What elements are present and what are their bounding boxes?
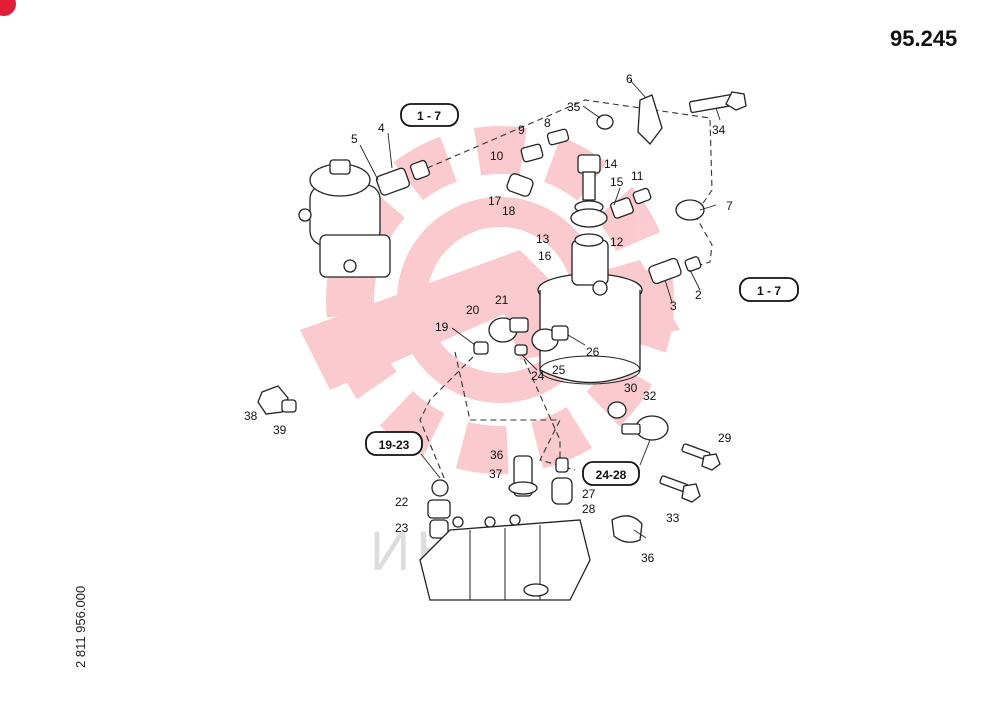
ref-box-19-23: 19-23 (365, 431, 423, 456)
fuel-pipe-injector (519, 349, 561, 470)
callout-36-upper: 36 (490, 448, 504, 462)
callout-39: 39 (273, 423, 287, 437)
callout-29: 29 (718, 431, 732, 445)
clamp-30-32 (607, 401, 669, 441)
callout-23: 23 (395, 521, 409, 535)
callout-12: 12 (610, 235, 624, 249)
callout-26: 26 (586, 345, 600, 359)
callout-28: 28 (582, 502, 596, 516)
fitting-22-23 (427, 479, 451, 539)
callout-21: 21 (495, 293, 509, 307)
corner-marker (0, 0, 16, 16)
injector-36-37 (508, 455, 538, 497)
callout-18: 18 (502, 204, 516, 218)
fitting-2-3 (648, 256, 702, 285)
fitting-11-12 (610, 187, 652, 219)
svg-text:19-23: 19-23 (379, 438, 410, 452)
callout-27: 27 (582, 487, 596, 501)
callout-24: 24 (531, 369, 545, 383)
callout-15: 15 (610, 175, 624, 189)
callout-38: 38 (244, 409, 258, 423)
fuel-filter (537, 239, 643, 385)
callout-25: 25 (552, 363, 566, 377)
svg-text:24-28: 24-28 (596, 468, 627, 482)
callout-19: 19 (435, 320, 449, 334)
ref-box-1-7-right: 1 - 7 (739, 277, 799, 302)
bracket-6 (637, 94, 663, 145)
callout-11: 11 (631, 169, 644, 183)
fitting-4-5 (375, 159, 431, 196)
callout-16: 16 (538, 249, 552, 263)
callout-35: 35 (567, 100, 581, 114)
fuel-pipe-return (419, 349, 481, 481)
callout-3: 3 (670, 299, 677, 313)
bolt-29 (681, 443, 721, 471)
fitting-8-9-10 (520, 128, 570, 163)
callout-17: 17 (488, 194, 502, 208)
svg-text:1 - 7: 1 - 7 (417, 109, 441, 123)
sleeve-19 (473, 341, 489, 355)
callout-5: 5 (351, 132, 358, 146)
banjo-bolt-assembly (570, 154, 608, 247)
nut-38-39 (257, 385, 297, 415)
callout-32: 32 (643, 389, 657, 403)
fitting-17-18 (506, 173, 534, 197)
leader-lines (359, 79, 721, 539)
part-callouts: 2 3 4 5 6 7 8 9 10 11 12 13 14 15 16 17 … (244, 72, 733, 565)
washer-35 (596, 114, 614, 130)
callout-33: 33 (666, 511, 680, 525)
pipe-clip-7 (675, 199, 705, 221)
fuel-feed-pump (298, 159, 391, 278)
callout-8: 8 (544, 116, 551, 130)
hex-bolt-34 (688, 91, 747, 114)
callout-20: 20 (466, 303, 480, 317)
callout-13: 13 (536, 232, 550, 246)
callout-34: 34 (712, 123, 726, 137)
ref-box-24-28: 24-28 (582, 461, 640, 486)
callout-9: 9 (518, 123, 525, 137)
callout-4: 4 (378, 121, 385, 135)
callout-37: 37 (489, 467, 503, 481)
bolt-33 (659, 475, 701, 503)
fitting-20-21 (488, 317, 529, 343)
sleeve-24 (514, 344, 528, 356)
injection-pump (419, 514, 591, 601)
callout-7: 7 (726, 199, 733, 213)
callout-14: 14 (604, 157, 618, 171)
page-number: 95.245 (890, 26, 958, 51)
callout-36-lower: 36 (641, 551, 655, 565)
fitting-25-26 (531, 325, 569, 352)
callout-22: 22 (395, 495, 409, 509)
callout-10: 10 (490, 149, 504, 163)
callout-6: 6 (626, 72, 633, 86)
svg-text:1 - 7: 1 - 7 (757, 284, 781, 298)
fuel-pipe-upper (417, 99, 713, 269)
callout-2: 2 (695, 288, 702, 302)
ref-box-1-7-top: 1 - 7 (400, 103, 459, 127)
fitting-27-28 (551, 457, 573, 505)
clip-36 (611, 515, 643, 543)
callout-30: 30 (624, 381, 638, 395)
